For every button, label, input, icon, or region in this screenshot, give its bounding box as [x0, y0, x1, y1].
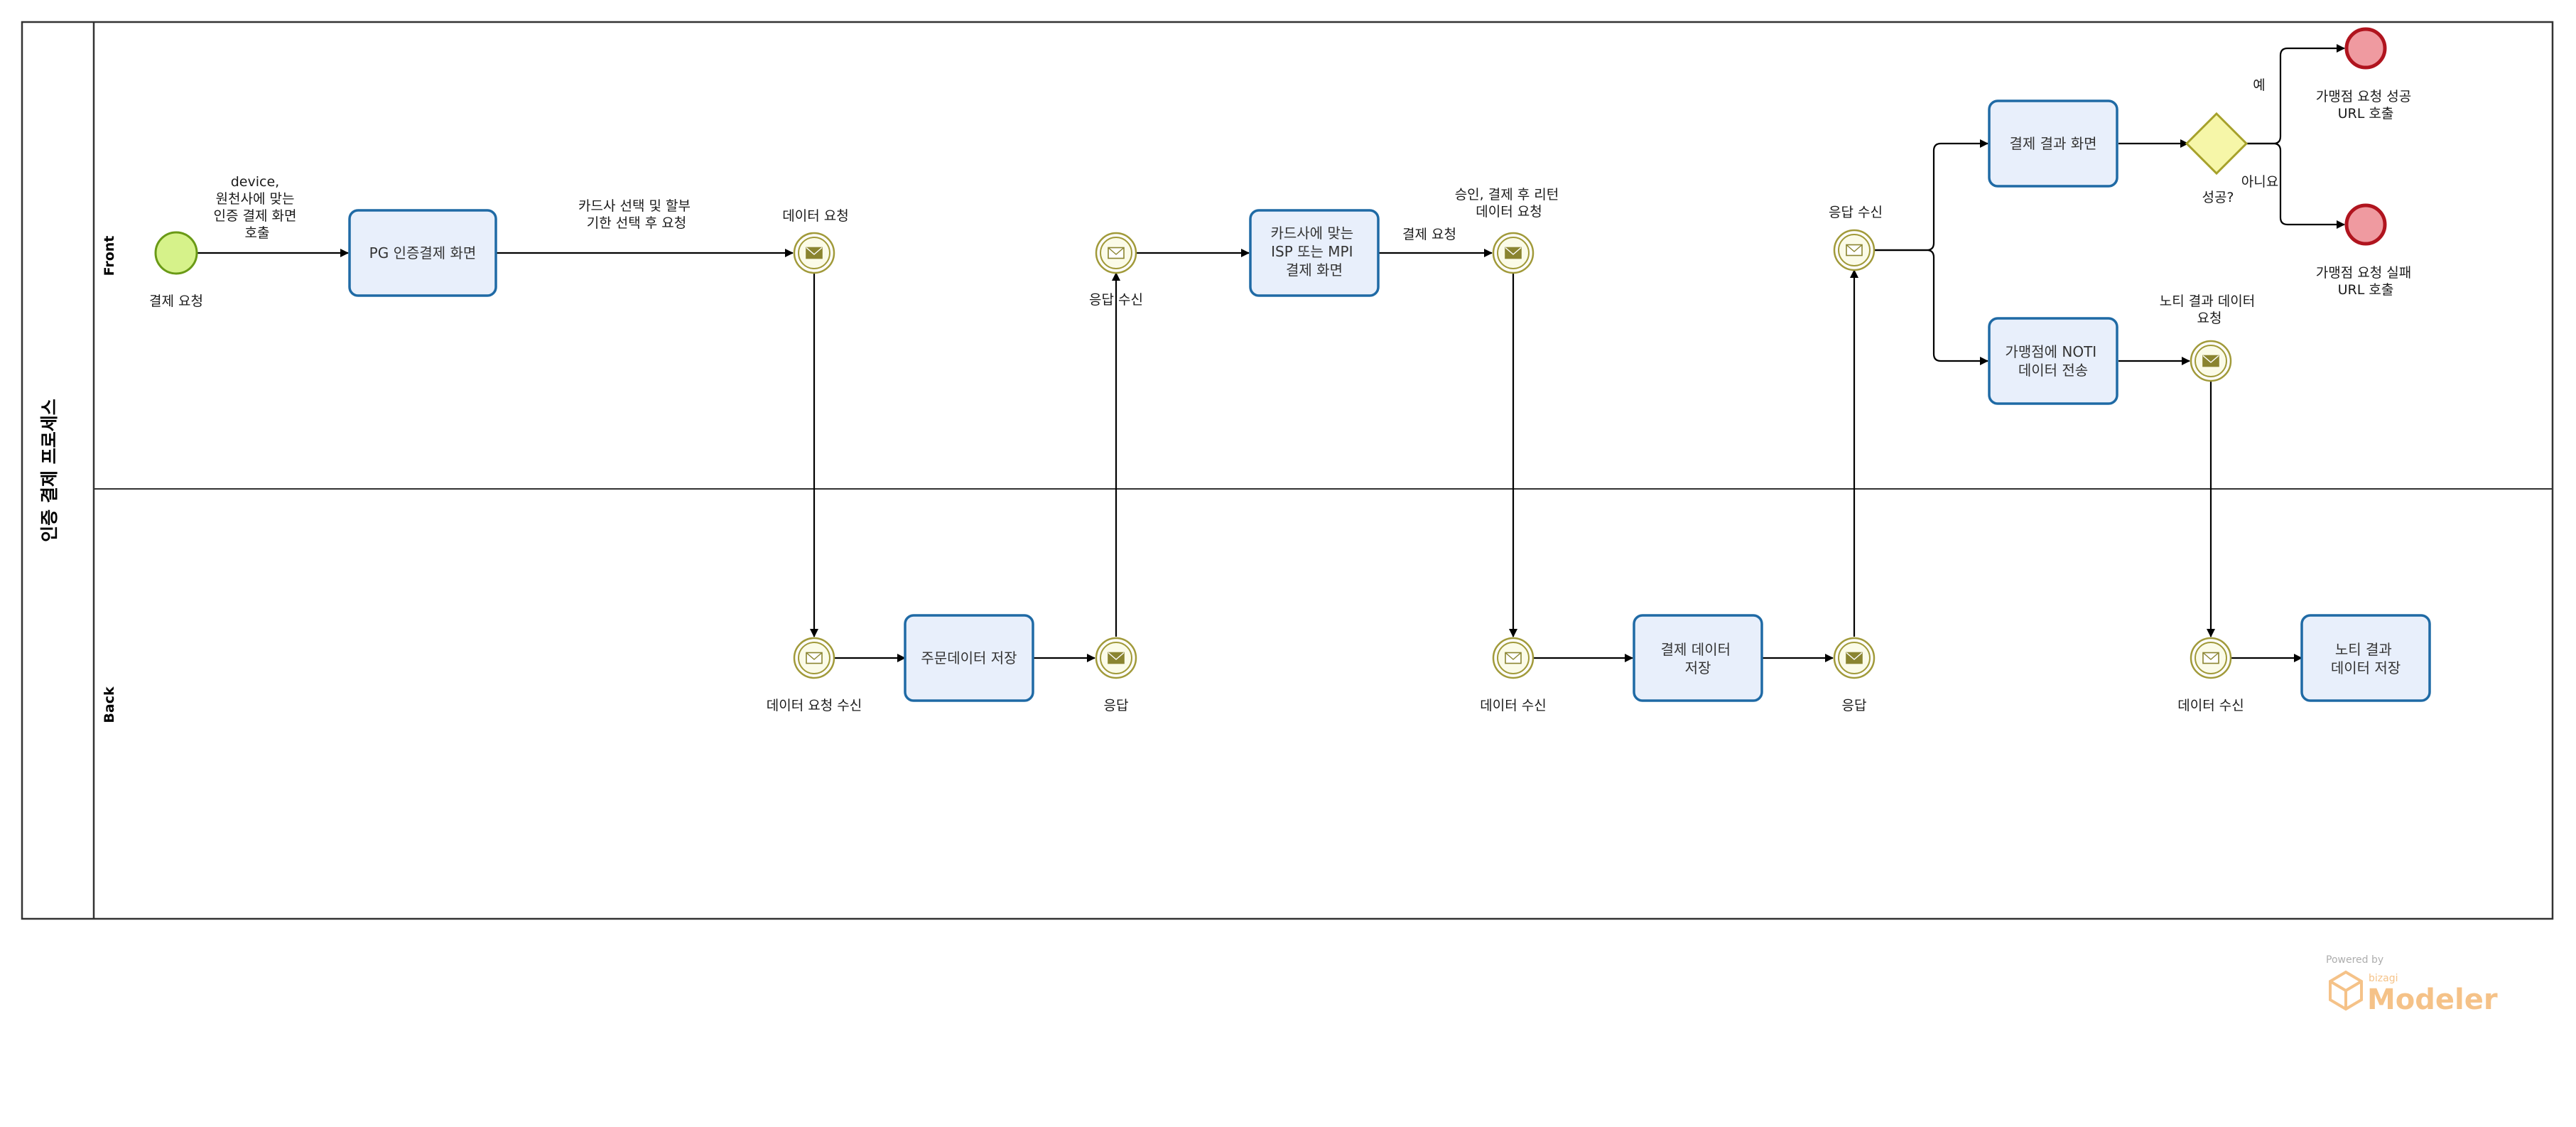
flow-gateway-no[interactable]	[2245, 142, 2345, 229]
msg-label-line: 승인, 결제 후 리턴	[1455, 187, 1559, 203]
envelope-icon	[1846, 652, 1863, 664]
task-noti-send-label: 가맹점에 NOTI 데이터 전송	[2005, 343, 2101, 379]
msg-data-request-recv-event[interactable]	[793, 637, 835, 679]
start-flow-label-line: 원천사에 맞는	[216, 191, 295, 207]
msg-data-recv1-label: 데이터 수신	[1480, 698, 1546, 713]
sequence-flows	[197, 44, 2345, 662]
end-event-success[interactable]	[2344, 27, 2387, 70]
msg-approve-event[interactable]	[1492, 232, 1535, 274]
msg-label-line: 요청	[2197, 311, 2222, 326]
start-event-label: 결제 요청	[149, 293, 203, 309]
task-label-line: 노티 결과	[2335, 641, 2392, 658]
envelope-icon	[1505, 652, 1522, 664]
task-label-line: 주문데이터 저장	[921, 649, 1017, 667]
msg-response1-event[interactable]	[1095, 637, 1137, 679]
msg-label-line: 데이터 요청	[1476, 204, 1542, 220]
task-label-line: 데이터 전송	[2018, 362, 2088, 379]
end-label-line: URL 호출	[2338, 106, 2394, 122]
envelope-icon	[1108, 247, 1125, 259]
msg-data-recv2-event[interactable]	[2190, 637, 2232, 679]
task-noti-save-label: 노티 결과 데이터 저장	[2331, 641, 2401, 676]
task-card-payment-screen[interactable]: 카드사에 맞는 ISP 또는 MPI 결제 화면	[1249, 209, 1380, 297]
task-label-line: 결제 데이터	[1661, 641, 1731, 658]
gateway-label: 성공?	[2202, 190, 2234, 205]
msg-data-recv2-label: 데이터 수신	[2177, 698, 2244, 713]
task-label-line: 가맹점에 NOTI	[2005, 343, 2096, 360]
bizagi-watermark: Powered by bizagi Modeler	[2326, 954, 2498, 1016]
task-label-line: ISP 또는 MPI	[1271, 243, 1353, 260]
exclusive-gateway[interactable]	[2185, 112, 2248, 176]
envelope-icon	[1505, 247, 1522, 259]
flow-yes-label: 예	[2253, 77, 2265, 93]
task-payment-result-screen[interactable]: 결제 결과 화면	[1988, 99, 2118, 188]
message-events	[793, 229, 2232, 679]
end-label-line: 가맹점 요청 실패	[2316, 265, 2411, 281]
msg-data-request-event[interactable]	[793, 232, 835, 274]
flow-to-noti-send[interactable]	[1874, 249, 1988, 365]
msg-response-recv2-event[interactable]	[1833, 229, 1876, 271]
bizagi-cube-icon	[2329, 970, 2363, 1011]
msg-data-request-label: 데이터 요청	[782, 208, 848, 224]
task-label-line: 결제 결과 화면	[2009, 135, 2096, 152]
envelope-icon	[806, 247, 823, 259]
task-payment-data-save[interactable]: 결제 데이터 저장	[1633, 614, 1763, 702]
msg-response-recv1-event[interactable]	[1095, 232, 1137, 274]
start-flow-label-line: 인증 결제 화면	[213, 208, 296, 224]
end-label-line: 가맹점 요청 성공	[2316, 89, 2411, 104]
task-order-data-save[interactable]: 주문데이터 저장	[904, 614, 1034, 702]
envelope-icon	[1108, 652, 1125, 664]
task-label-line: PG 인증결제 화면	[369, 244, 477, 261]
task-label-line: 결제 화면	[1286, 261, 1343, 279]
task-card-screen-label: 카드사에 맞는 ISP 또는 MPI 결제 화면	[1270, 225, 1358, 279]
pool[interactable]: 인증 결제 프로세스 Front Back	[21, 21, 2554, 920]
end-event-fail[interactable]	[2344, 203, 2387, 246]
task-label-line: 저장	[1685, 659, 1711, 676]
msg-data-recv1-event[interactable]	[1492, 637, 1535, 679]
watermark-brand-small: bizagi	[2369, 973, 2398, 984]
flow-no-label: 아니요	[2241, 174, 2278, 190]
task-noti-result-save[interactable]: 노티 결과 데이터 저장	[2300, 614, 2431, 702]
flow-pay-request-label: 결제 요청	[1402, 227, 1456, 242]
end-fail-label: 가맹점 요청 실패 URL 호출	[2316, 265, 2416, 298]
envelope-icon	[806, 652, 823, 664]
start-flow-label-line: 호출	[245, 225, 270, 241]
msg-data-request-recv-label: 데이터 요청 수신	[767, 698, 862, 713]
task-noti-send[interactable]: 가맹점에 NOTI 데이터 전송	[1988, 317, 2118, 405]
envelope-icon	[2202, 355, 2219, 367]
flow-card-label: 카드사 선택 및 할부 기한 선택 후 요청	[578, 198, 695, 231]
watermark-brand: Modeler	[2367, 983, 2498, 1016]
lane-back-label: Back	[102, 686, 117, 723]
pool-label: 인증 결제 프로세스	[39, 399, 60, 541]
end-label-line: URL 호출	[2338, 282, 2394, 298]
start-flow-label: device, 원천사에 맞는 인증 결제 화면 호출	[213, 174, 301, 241]
lane-front-label: Front	[102, 236, 117, 276]
watermark-powered-text: Powered by	[2326, 954, 2383, 966]
msg-response1-label: 응답	[1104, 698, 1129, 713]
msg-response2-event[interactable]	[1833, 637, 1876, 679]
flow-label-line: 기한 선택 후 요청	[587, 215, 686, 231]
msg-noti-request-label: 노티 결과 데이터 요청	[2160, 293, 2260, 326]
task-pg-label: PG 인증결제 화면	[369, 244, 477, 261]
msg-response-recv1-label: 응답 수신	[1089, 292, 1143, 308]
task-label-line: 데이터 저장	[2331, 659, 2401, 676]
msg-label-line: 노티 결과 데이터	[2160, 293, 2255, 309]
msg-approve-label: 승인, 결제 후 리턴 데이터 요청	[1455, 187, 1564, 220]
msg-response2-label: 응답	[1842, 698, 1867, 713]
task-label-line: 카드사에 맞는	[1270, 225, 1353, 242]
envelope-icon	[1846, 244, 1863, 257]
task-result-screen-label: 결제 결과 화면	[2009, 135, 2096, 152]
start-event[interactable]	[154, 231, 198, 275]
msg-noti-request-event[interactable]	[2190, 340, 2232, 382]
msg-response-recv2-label: 응답 수신	[1829, 205, 1883, 220]
start-flow-label-line: device,	[231, 174, 279, 190]
envelope-icon	[2202, 652, 2219, 664]
task-pg-payment-screen[interactable]: PG 인증결제 화면	[348, 209, 497, 297]
task-order-save-label: 주문데이터 저장	[921, 649, 1017, 667]
task-pay-save-label: 결제 데이터 저장	[1661, 641, 1736, 676]
flow-label-line: 카드사 선택 및 할부	[578, 198, 691, 214]
end-success-label: 가맹점 요청 성공 URL 호출	[2316, 89, 2416, 122]
